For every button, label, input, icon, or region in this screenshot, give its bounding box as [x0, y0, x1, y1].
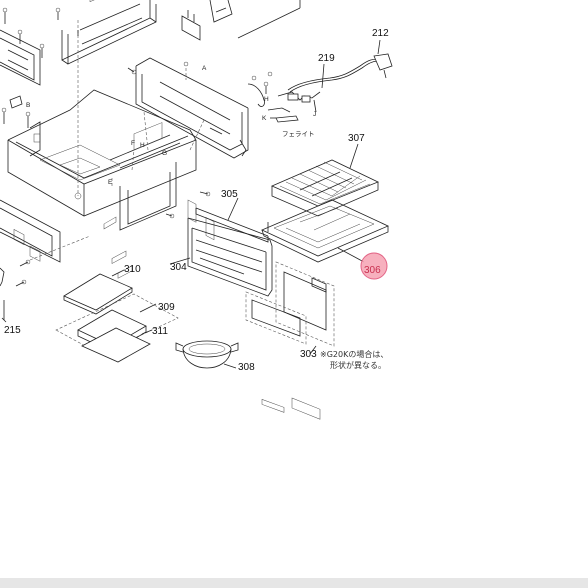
- marker-a: A: [202, 65, 207, 72]
- label-ferrite: フェライト: [282, 130, 315, 138]
- label-215: 215: [4, 325, 21, 336]
- label-311: 311: [152, 326, 168, 337]
- bottom-bar: [0, 578, 588, 588]
- part-308-pan: [175, 340, 239, 369]
- lower-left-bracket: [0, 199, 91, 287]
- part-307-rack: [270, 143, 379, 217]
- left-screws: [1, 95, 31, 128]
- note-line-2: 形状が異なる。: [330, 360, 386, 370]
- highlight-circle[interactable]: [360, 252, 388, 280]
- label-310: 310: [124, 264, 141, 275]
- label-212: 212: [372, 28, 389, 39]
- marker-k: K: [262, 115, 267, 122]
- power-cord: [263, 39, 393, 123]
- part-305-304-door: [165, 191, 273, 297]
- left-bracket: [0, 7, 61, 86]
- label-219: 219: [318, 53, 335, 64]
- marker-e: E: [108, 179, 113, 186]
- back-panel: [127, 57, 273, 241]
- label-305: 305: [221, 189, 238, 200]
- part-310-manual: [63, 216, 133, 315]
- top-left-frame: [61, 0, 157, 65]
- part-303-panel: [245, 261, 335, 420]
- marker-g: G: [162, 150, 167, 157]
- label-306: 306: [364, 265, 381, 276]
- marker-f: F: [131, 140, 135, 147]
- marker-j: J: [313, 111, 316, 118]
- part-215: 215: [0, 267, 21, 336]
- marker-h-wire: H: [264, 96, 269, 103]
- highlight-306[interactable]: 306: [360, 252, 388, 280]
- wire-loop: [247, 83, 265, 107]
- top-center-part: [181, 0, 301, 41]
- note-line-1: ※G20Kの場合は、: [320, 349, 388, 359]
- label-304: 304: [170, 262, 187, 273]
- label-307: 307: [348, 133, 365, 144]
- marker-b: B: [26, 102, 30, 109]
- part-306-tray: [261, 199, 389, 263]
- marker-h-chassis: H: [140, 142, 145, 149]
- label-308: 308: [238, 362, 255, 373]
- main-chassis: [7, 20, 205, 231]
- label-309: 309: [158, 302, 175, 313]
- part-309-311-docs: [55, 250, 179, 363]
- label-303: 303: [300, 349, 317, 360]
